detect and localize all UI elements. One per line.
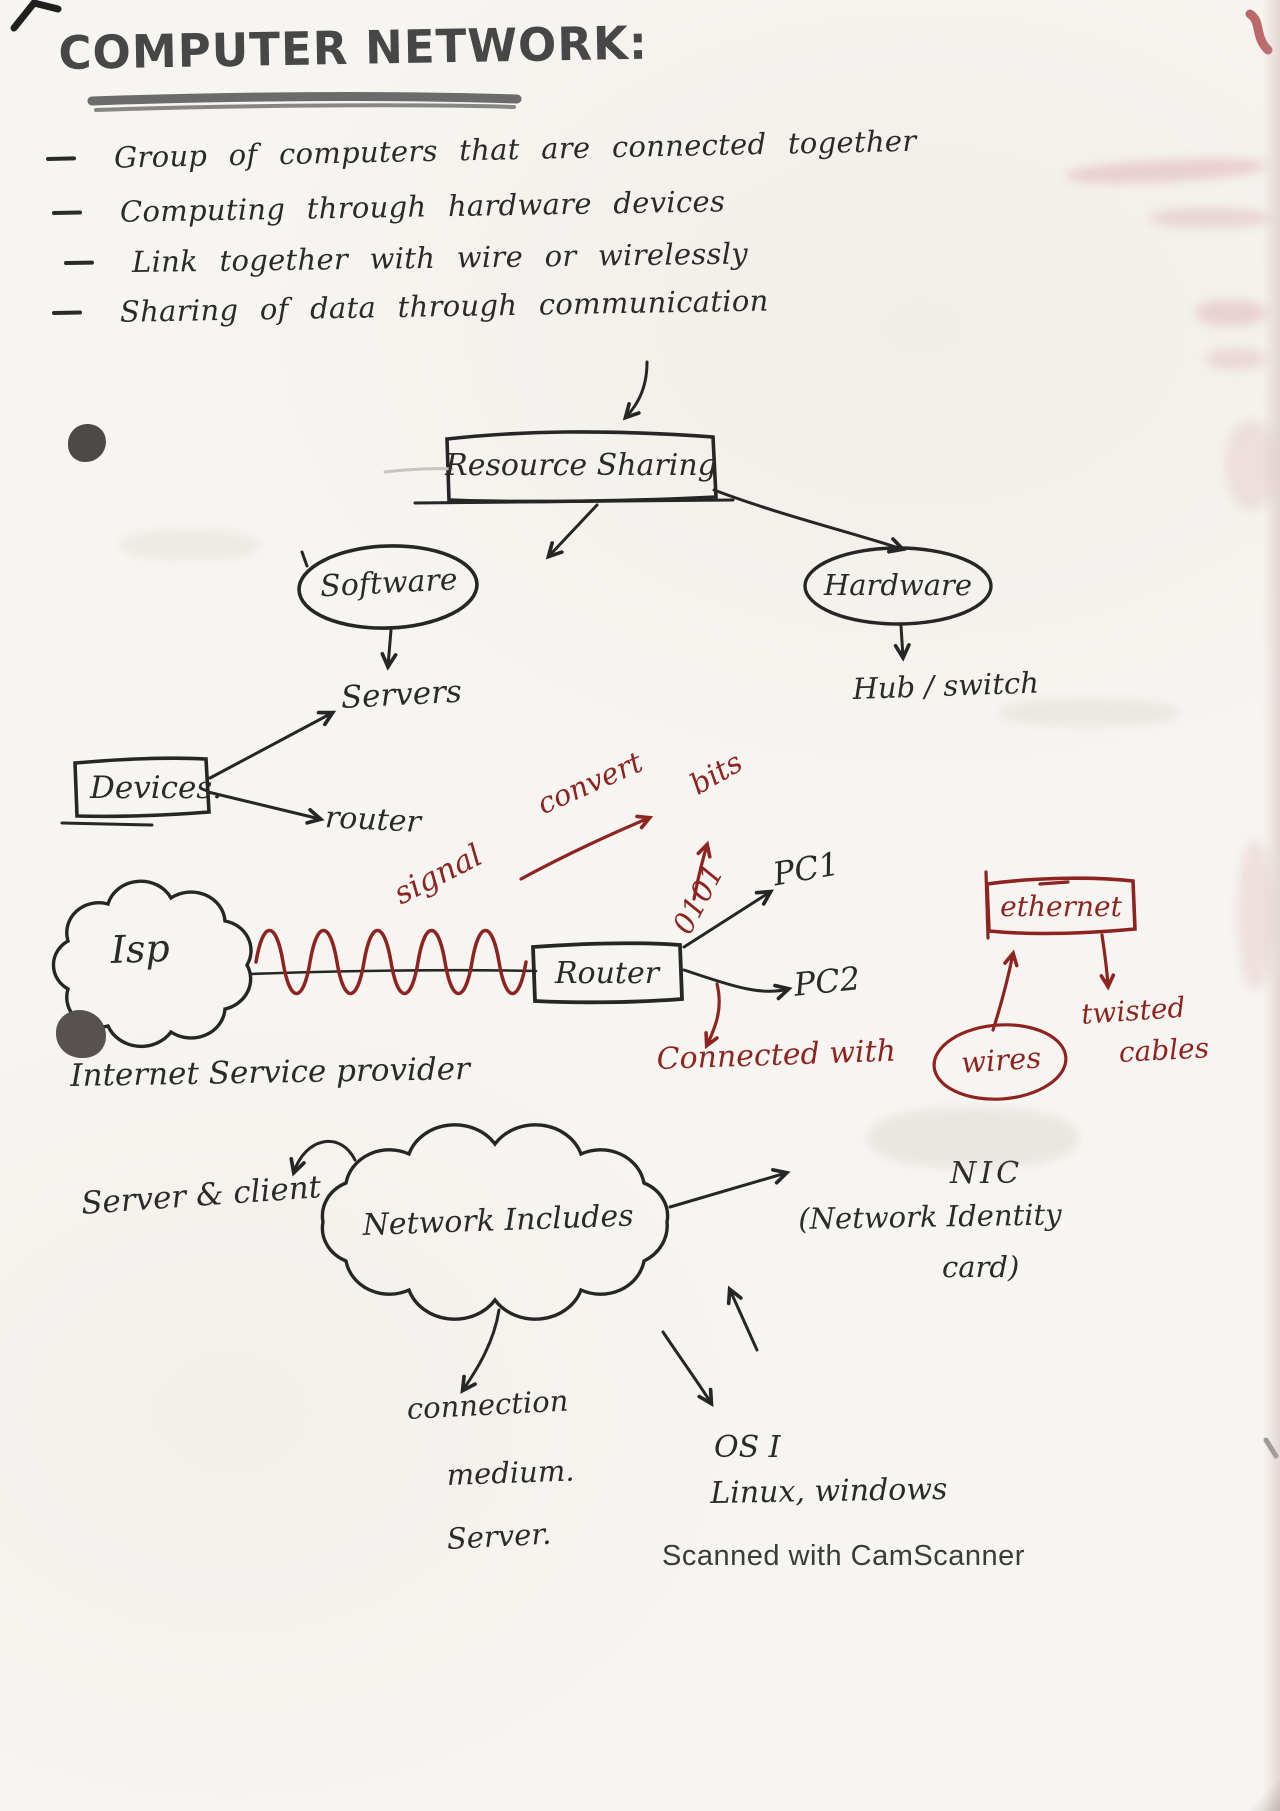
ink-dot [68, 424, 106, 462]
arrow-software-to-servers [380, 628, 398, 671]
ethernet-overbar [1038, 880, 1070, 886]
nic-label: NIC [950, 1156, 1024, 1191]
isp-caption: Internet Service provider [70, 1051, 471, 1094]
bleed-smudge [1196, 300, 1266, 326]
arrow-router-to-pc1 [682, 889, 774, 949]
resource-box-baseline [413, 498, 735, 505]
page-title: COMPUTER NETWORK: [58, 15, 649, 80]
network-includes-cloud [320, 1123, 670, 1321]
nic-subtitle-line1: (Network Identity [798, 1197, 1062, 1236]
arrow-wires-to-ethernet [991, 954, 1013, 1032]
camscanner-watermark: Scanned with CamScanner [662, 1540, 1025, 1572]
devices-underline [60, 821, 154, 827]
bleed-smudge [868, 1108, 1078, 1168]
ethernet-box-left-tick [984, 870, 990, 940]
arrow-cloud-to-os [661, 1330, 714, 1408]
software-oval [297, 544, 479, 630]
arrow-devices-to-router [206, 790, 325, 825]
router-box-label: Router [554, 956, 660, 991]
bullet-dash [51, 310, 83, 315]
arrow-resource-to-hardware [712, 488, 907, 554]
os-list-label: Linux, windows [710, 1471, 948, 1511]
bleed-smudge [1000, 700, 1180, 726]
resource-sharing-label: Resource Sharing [445, 448, 717, 483]
red-scribble-top-right [1245, 9, 1273, 55]
arrow-resource-to-software [545, 503, 599, 560]
page-corner-curl [1238, 1778, 1280, 1811]
ethernet-label: ethernet [1000, 890, 1122, 923]
edge-mark-right [1263, 1437, 1279, 1459]
os-label: OS I [714, 1430, 781, 1465]
servers-label: Servers [340, 673, 463, 716]
router-word-label: router [324, 800, 422, 840]
bleed-smudge [1238, 840, 1272, 990]
isp-cloud-label: Isp [110, 925, 171, 972]
corner-mark [10, 0, 62, 32]
arrow-router-to-connected [707, 982, 721, 1045]
arrow-os-into-cloud [726, 1285, 759, 1352]
arrow-devices-to-servers [208, 710, 337, 780]
arrow-cloud-to-serverclient [289, 1140, 357, 1177]
arrow-cloud-to-nic [668, 1168, 791, 1209]
ethernet-box [985, 876, 1137, 936]
bleed-smudge [120, 530, 260, 560]
server-branch-label: Server. [446, 1516, 552, 1556]
arrow-router-to-pc2 [682, 968, 793, 1001]
arrow-ethernet-to-twisted [1102, 933, 1108, 986]
medium-label: medium. [446, 1453, 576, 1492]
bullet-dash [45, 156, 77, 161]
scan-artifacts [10, 0, 1279, 1459]
signal-wave [254, 928, 528, 996]
isp-cloud [51, 879, 253, 1049]
cables-note: cables [1118, 1031, 1210, 1069]
bleed-smudge [1226, 420, 1276, 510]
arrow-signal-convert [519, 818, 649, 881]
software-tick [300, 550, 309, 568]
nic-subtitle-line2: card) [942, 1250, 1020, 1284]
hub-switch-label: Hub / switch [852, 665, 1040, 706]
hardware-oval [803, 546, 993, 626]
pencil-dash [383, 467, 454, 474]
ink-dot [56, 1010, 106, 1058]
arrow-notes-to-resource [622, 360, 649, 421]
wires-note: wires [960, 1040, 1043, 1080]
title-underline [87, 92, 522, 112]
bullet-dash [63, 260, 95, 265]
arrow-hardware-to-hub [893, 624, 911, 662]
pc2-label: PC2 [792, 959, 862, 1004]
hardware-label: Hardware [823, 568, 973, 602]
wires-circle [932, 1023, 1068, 1101]
bleed-smudge [1150, 208, 1270, 228]
devices-box [73, 756, 211, 819]
arrow-cloud-to-connection [460, 1308, 501, 1394]
router-box [531, 941, 684, 1005]
bullet-dash [51, 210, 83, 215]
page-edge-shadow [1262, 0, 1280, 1811]
bleed-smudge [1206, 348, 1266, 370]
devices-label: Devices. [90, 770, 223, 806]
arrow-binary-to-bits [692, 845, 707, 901]
